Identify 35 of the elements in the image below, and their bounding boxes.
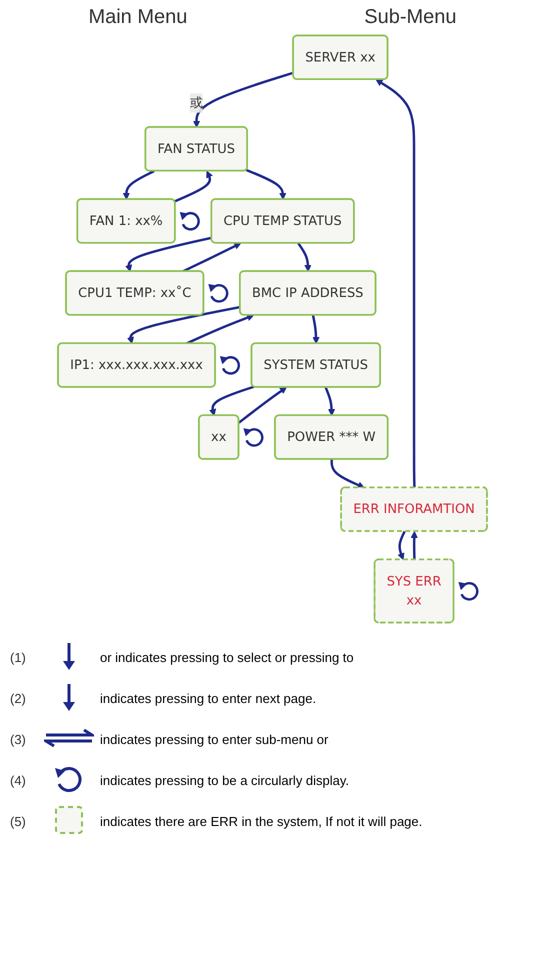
column-heading: Main Menu [88, 6, 188, 29]
arrow [186, 314, 254, 345]
arrow [410, 531, 418, 560]
arrow [122, 170, 155, 200]
legend-text: or indicates pressing to select or pressing to [100, 650, 355, 665]
arrow [330, 459, 365, 488]
legend-number: (2) [10, 691, 27, 706]
edge-label: 或 [190, 94, 203, 110]
arrow [209, 386, 254, 416]
loop-arrow [208, 284, 228, 303]
arrow [376, 79, 416, 488]
arrow [125, 236, 212, 272]
legend-text: indicates pressing to enter next page. [100, 691, 318, 706]
arrow [398, 530, 406, 560]
legend-text: indicates pressing to enter sub-menu or [100, 732, 330, 747]
loop-arrow [180, 212, 200, 231]
loop-arrow [220, 356, 240, 375]
legend-number: (5) [10, 814, 27, 829]
loop-arrow [458, 582, 478, 601]
arrow [192, 72, 294, 128]
arrow [297, 242, 312, 272]
loop-arrow [243, 428, 264, 447]
legend-number: (1) [10, 650, 27, 665]
arrow [312, 315, 320, 344]
arrow [238, 386, 287, 424]
arrow [182, 242, 242, 273]
arrow [174, 170, 213, 202]
legend-text: indicates pressing to be a circularly display. [100, 773, 350, 788]
arrow [246, 168, 286, 200]
legend-number: (4) [10, 773, 27, 788]
column-heading: Sub-Menu [364, 6, 457, 29]
legend-number: (3) [10, 732, 27, 747]
arrow [324, 386, 336, 416]
legend-text: indicates there are ERR in the system, If not it will page. [100, 814, 424, 829]
arrow [127, 306, 240, 344]
